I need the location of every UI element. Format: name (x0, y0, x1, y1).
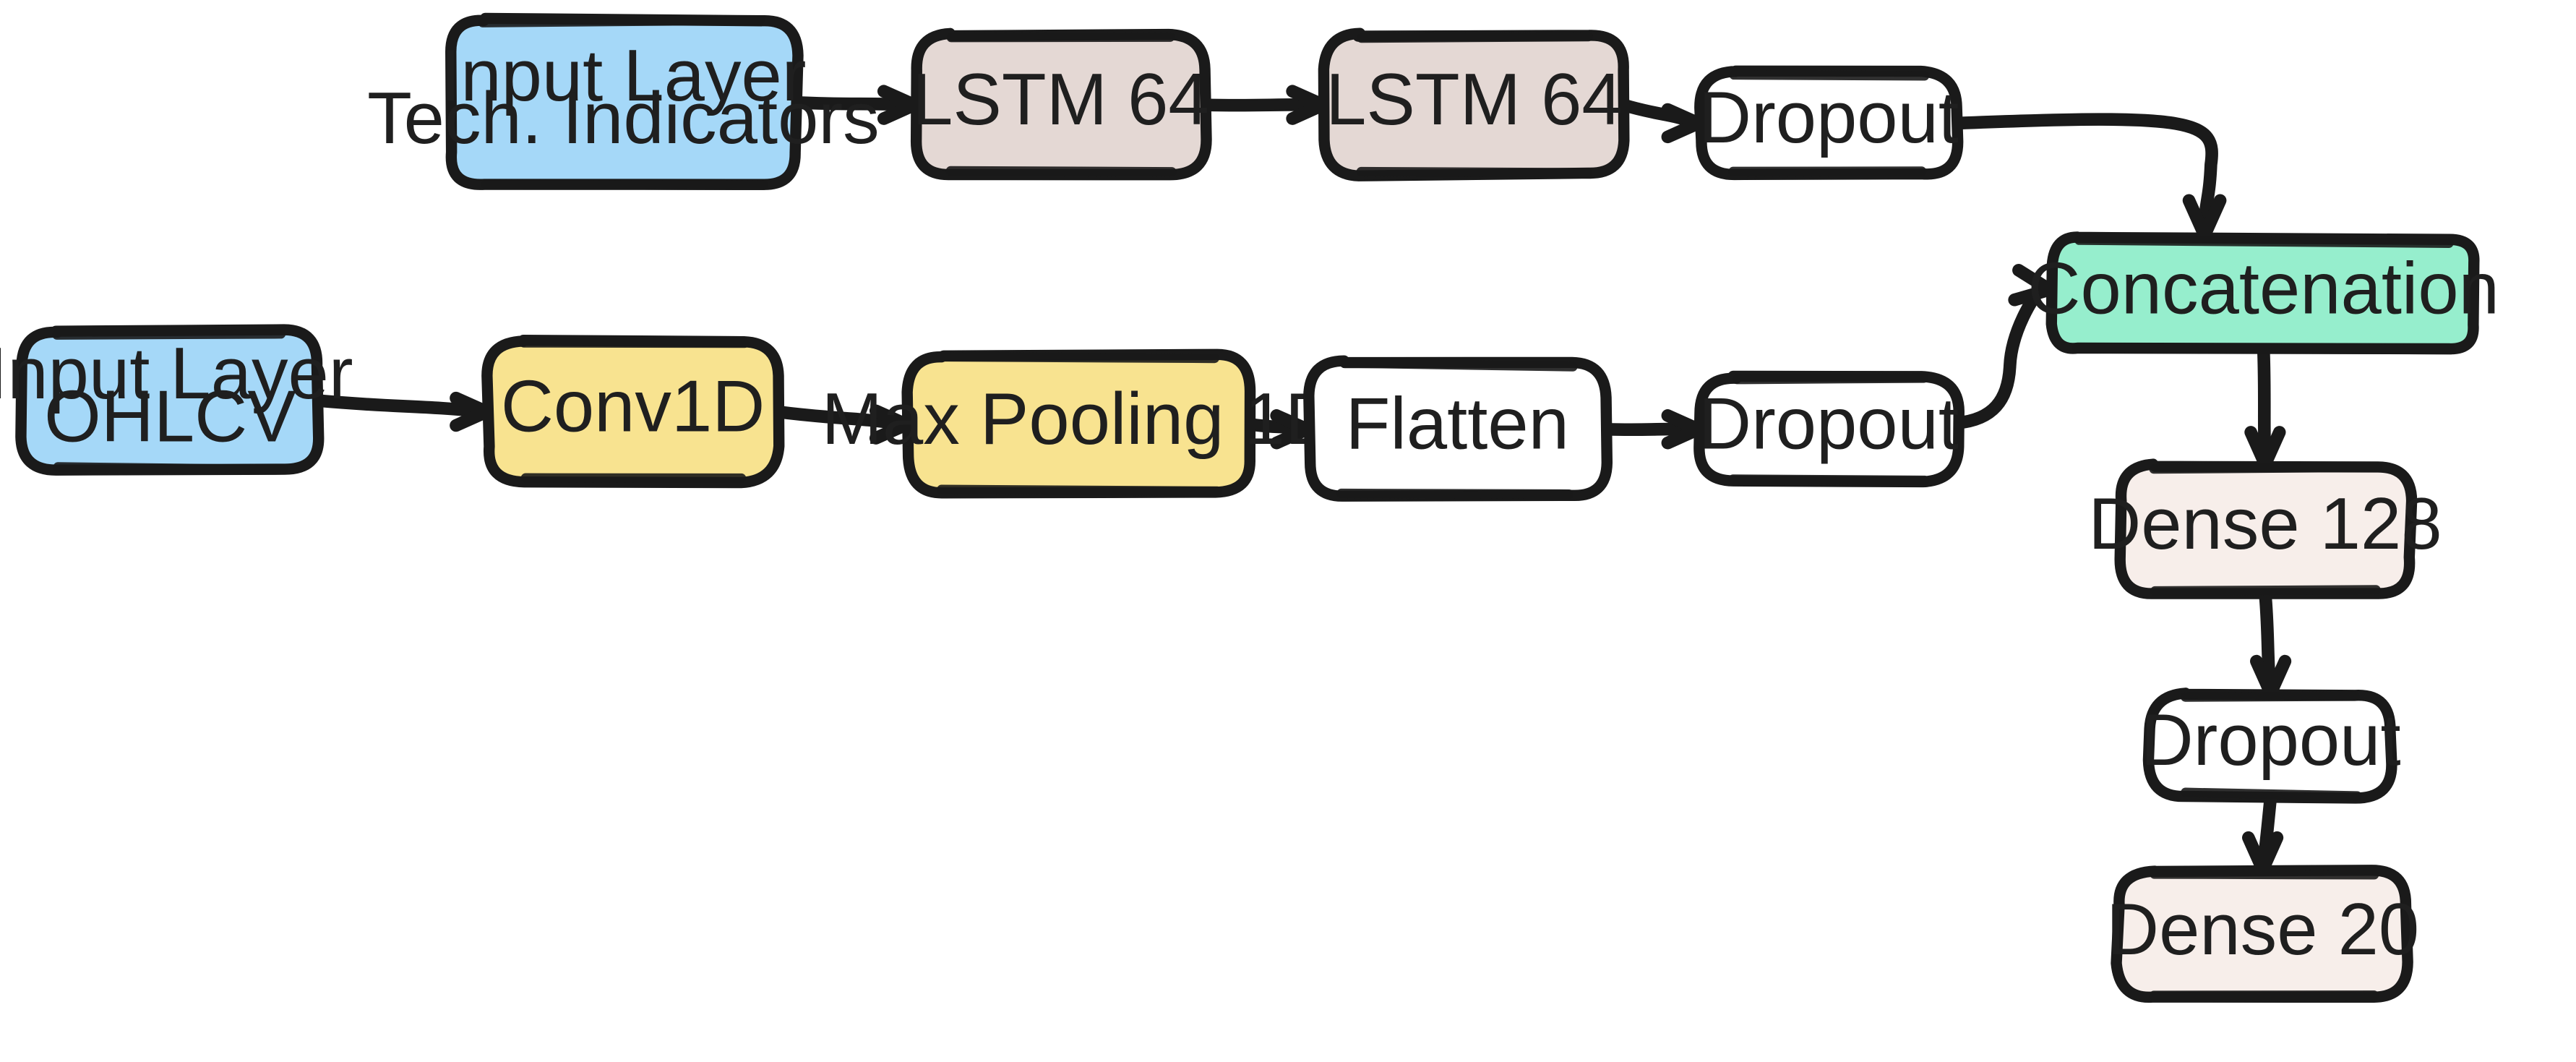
node-sketch-pass (1336, 358, 1578, 500)
edge-e10 (2244, 343, 2286, 471)
node-label: Conv1D (501, 365, 765, 447)
node-label: LSTM 64 (1326, 59, 1622, 140)
node-sketch-pass (1356, 32, 1594, 178)
arrow-head-icon (1661, 103, 1705, 144)
node-label: Dense 20 (2106, 888, 2419, 970)
node-sketch-pass (2180, 691, 2362, 801)
node-concatenation[interactable]: Concatenation (2027, 231, 2499, 355)
edge-e11 (2250, 586, 2292, 700)
edge-e3 (1617, 98, 1705, 144)
node-label: LSTM 64 (912, 59, 1208, 140)
edge-line (312, 394, 491, 419)
node-lstm-1[interactable]: LSTM 64 (910, 27, 1212, 181)
node-maxpool[interactable]: Max Pooling 1D (822, 348, 1338, 499)
edge-e2 (1198, 85, 1330, 125)
node-sketch-pass (2072, 235, 2457, 355)
node-label: Concatenation (2027, 248, 2499, 330)
node-label: Flatten (1346, 382, 1569, 464)
node-label: Dropout (1699, 382, 1959, 464)
node-dropout-bottom[interactable]: Dropout (2141, 688, 2401, 804)
node-sketch-pass (478, 15, 768, 190)
edge-line (1198, 98, 1328, 112)
node-label: Max Pooling 1D (822, 378, 1338, 460)
node-lstm-2[interactable]: LSTM 64 (1318, 27, 1630, 181)
node-sketch-pass (1728, 373, 1930, 486)
node-label: Dropout (1699, 77, 1959, 158)
edge-e12 (2242, 789, 2284, 876)
node-label: Dense 128 (2088, 483, 2442, 565)
node-sketch-pass (945, 32, 1177, 177)
node-sketch-pass (2149, 869, 2379, 1001)
node-dropout-mid[interactable]: Dropout (1693, 370, 1965, 488)
node-label: Tech. Indicators (367, 77, 880, 159)
edge-line (1951, 113, 2218, 242)
node-flatten[interactable]: Flatten (1303, 355, 1613, 502)
node-dense-20[interactable]: Dense 20 (2106, 865, 2419, 1003)
node-label: OHLCV (44, 376, 296, 458)
node-dense-128[interactable]: Dense 128 (2088, 458, 2442, 599)
node-sketch-pass (519, 338, 750, 484)
node-sketch-pass (937, 351, 1222, 496)
node-label: Input Layer (440, 35, 806, 116)
node-dropout-top[interactable]: Dropout (1694, 65, 1964, 181)
node-label: Dropout (2141, 699, 2401, 781)
node-sketch-pass (52, 329, 288, 475)
edge-line (1951, 283, 2047, 429)
node-conv1d[interactable]: Conv1D (481, 334, 785, 489)
node-sketch-pass (2149, 462, 2382, 596)
node-sketch-pass (1728, 69, 1930, 176)
edge-e4 (1951, 113, 2227, 242)
edge-e8 (1600, 409, 1705, 450)
node-label: Input Layer (0, 333, 353, 414)
